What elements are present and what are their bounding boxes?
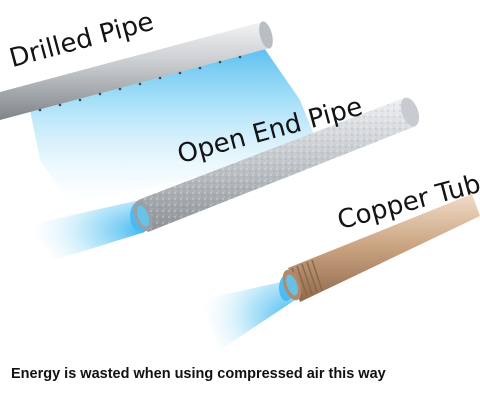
- copper-tube: [282, 194, 480, 302]
- drilled-pipe: [0, 21, 273, 120]
- open-end-pipe: [133, 97, 420, 232]
- open-end-pipe-air-jet: [28, 200, 145, 260]
- copper-tube-air-jet: [200, 280, 295, 350]
- caption: Energy is wasted when using compressed a…: [11, 366, 386, 382]
